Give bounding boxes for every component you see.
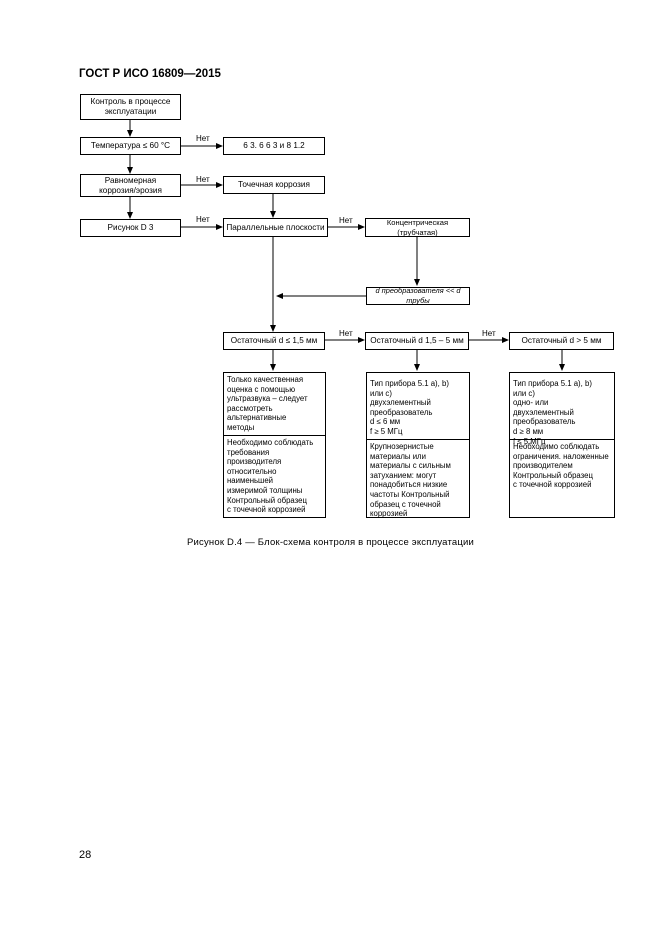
page-number: 28 [79,849,92,861]
box-residual-small: Остаточный d ≤ 1,5 мм [223,332,325,350]
box-temperature: Температура ≤ 60 °С [80,137,181,155]
box-concentric: Концентрическая (трубчатая) [365,218,470,237]
details-mid: Тип прибора 5.1 а), b) или с) двухэлемен… [366,372,470,518]
no-label-residual-mid: Нет [482,329,496,338]
box-ref-clauses: 6 3. 6 6 3 и 8 1.2 [223,137,325,155]
box-parallel-planes: Параллельные плоскости [223,218,328,237]
box-residual-large: Остаточный d > 5 мм [509,332,614,350]
details-small-bottom: Необходимо соблюдать требования производ… [224,435,325,517]
no-label-uniform: Нет [196,175,210,184]
no-label-temperature: Нет [196,134,210,143]
box-d-probe: d преобразователя << d трубы [366,286,470,305]
no-label-residual-small: Нет [339,329,353,338]
details-small: Только качественная оценка с помощью уль… [223,372,326,518]
box-start: Контроль в процессе эксплуатации [80,94,181,120]
document-standard-title: ГОСТ Р ИСО 16809—2015 [79,68,221,80]
box-residual-mid: Остаточный d 1,5 – 5 мм [365,332,469,350]
details-large-top: Тип прибора 5.1 а), b) или с) одно- или … [513,379,592,446]
figure-caption: Рисунок D.4 — Блок-схема контроля в проц… [186,537,475,548]
details-mid-bottom: Крупнозернистые материалы или материалы … [367,439,469,521]
details-small-top: Только качественная оценка с помощью уль… [227,375,308,432]
box-uniform-corrosion: Равномерная коррозия/эрозия [80,174,181,197]
box-figure-d3: Рисунок D 3 [80,219,181,237]
box-pitting: Точечная коррозия [223,176,325,194]
details-large: Тип прибора 5.1 а), b) или с) одно- или … [509,372,615,518]
no-label-figure: Нет [196,215,210,224]
no-label-parallel: Нет [339,216,353,225]
details-mid-top: Тип прибора 5.1 а), b) или с) двухэлемен… [370,379,449,436]
details-large-bottom: Необходимо соблюдать ограничения. наложе… [510,439,614,492]
